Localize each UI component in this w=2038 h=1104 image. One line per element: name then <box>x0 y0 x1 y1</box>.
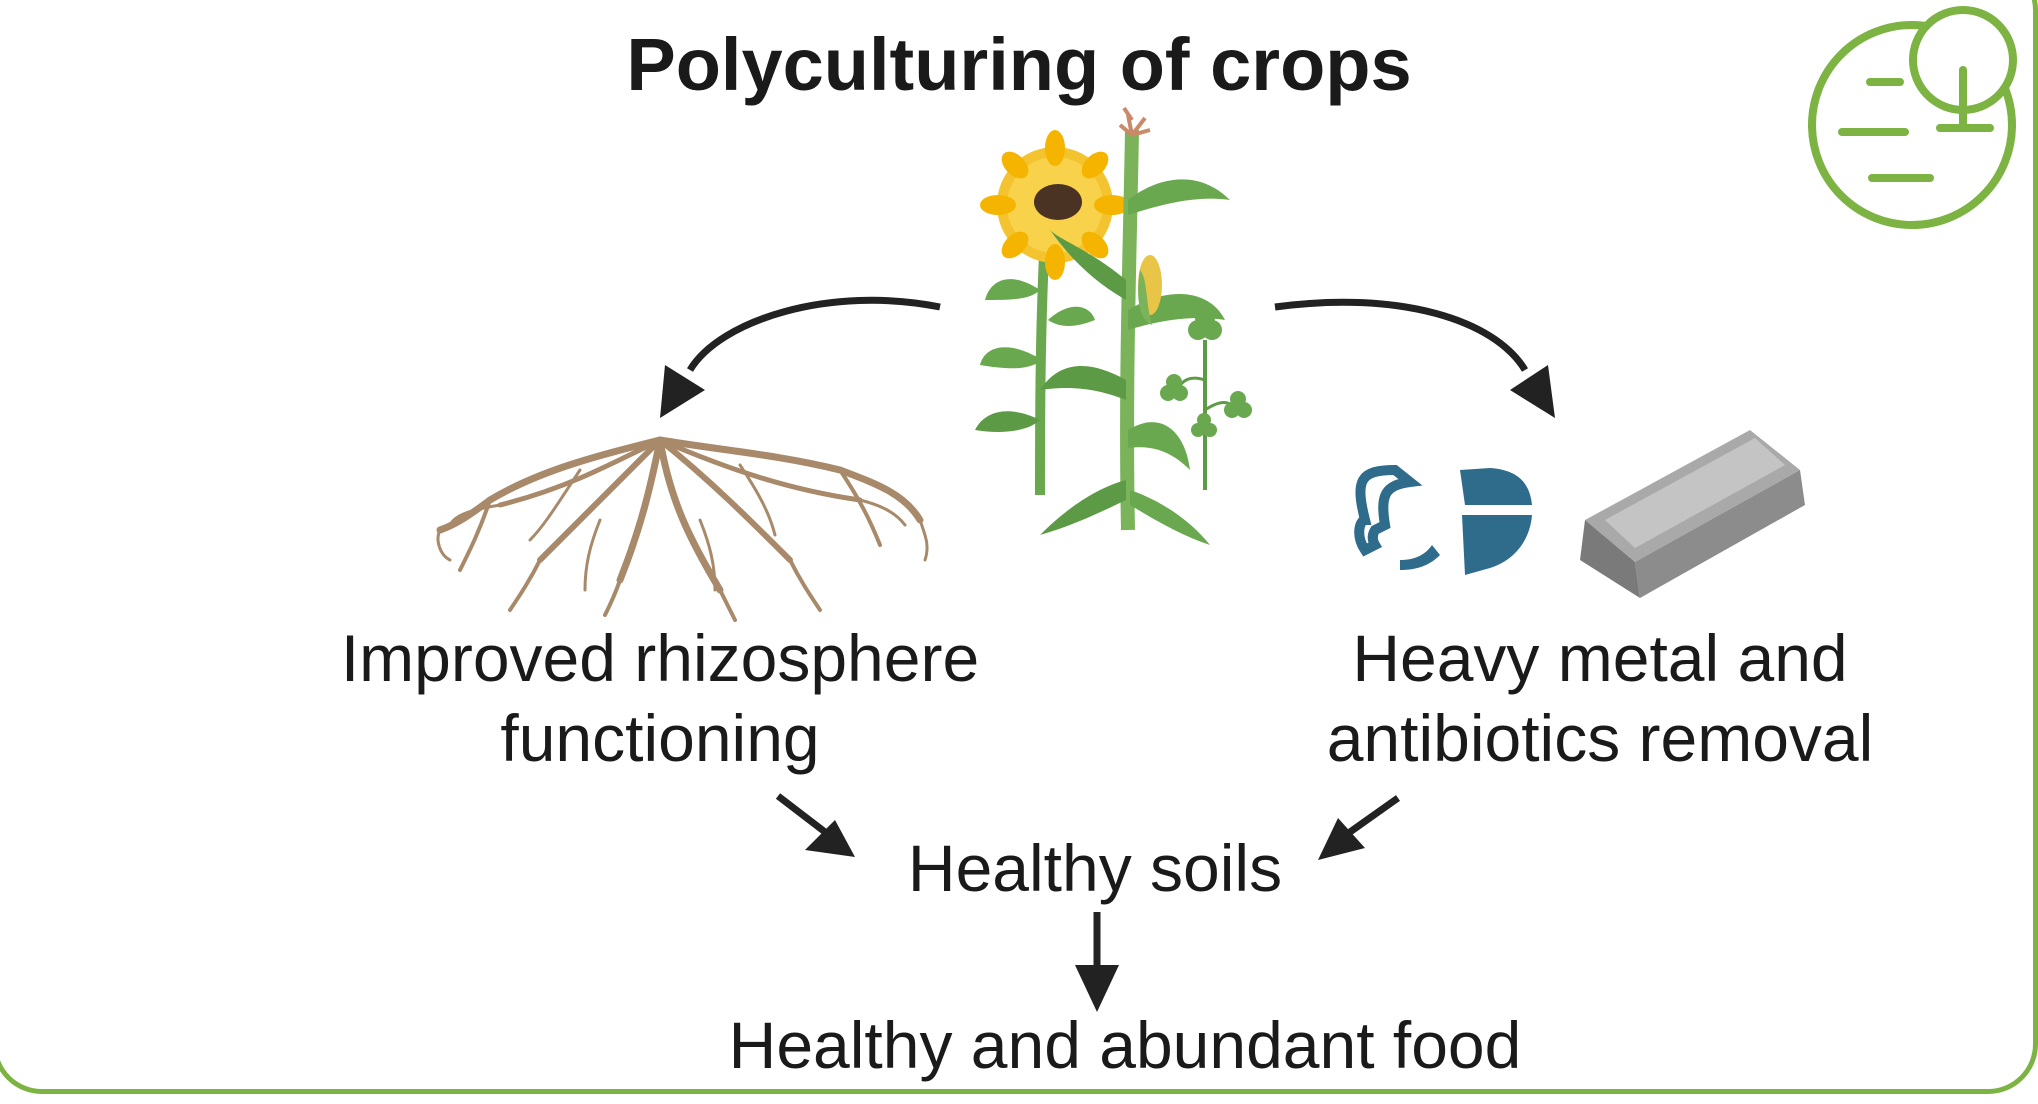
healthy-soils-label: Healthy soils <box>907 831 1283 905</box>
arrow-to-heavy-metal <box>1274 298 1555 418</box>
arrow-to-rhizosphere <box>660 296 941 418</box>
arrow-soils-to-food <box>1075 912 1119 1012</box>
heavy-metal-label-line2: antibiotics removal <box>1326 701 1874 775</box>
polyculture-plants-icon <box>975 106 1252 545</box>
healthy-food-label: Healthy and abundant food <box>728 1008 1522 1082</box>
rhizosphere-label-line2: functioning <box>500 701 820 775</box>
metal-ingot-icon <box>1580 430 1805 598</box>
heavy-metal-label: Heavy metal and antibiotics removal <box>1200 618 2000 778</box>
rhizosphere-label-line1: Improved rhizosphere <box>340 621 980 695</box>
capsule-pill-icon <box>1354 464 1532 575</box>
rhizosphere-label: Improved rhizosphere functioning <box>260 618 1060 778</box>
arrow-heavy-to-soils <box>1318 795 1401 860</box>
diagram-title: Polyculturing of crops <box>626 23 1412 106</box>
heavy-metal-label-line1: Heavy metal and <box>1352 621 1848 695</box>
root-system-icon <box>436 436 929 622</box>
tree-circle-logo-icon <box>1808 6 2017 229</box>
arrow-rhizosphere-to-soils <box>775 793 855 857</box>
